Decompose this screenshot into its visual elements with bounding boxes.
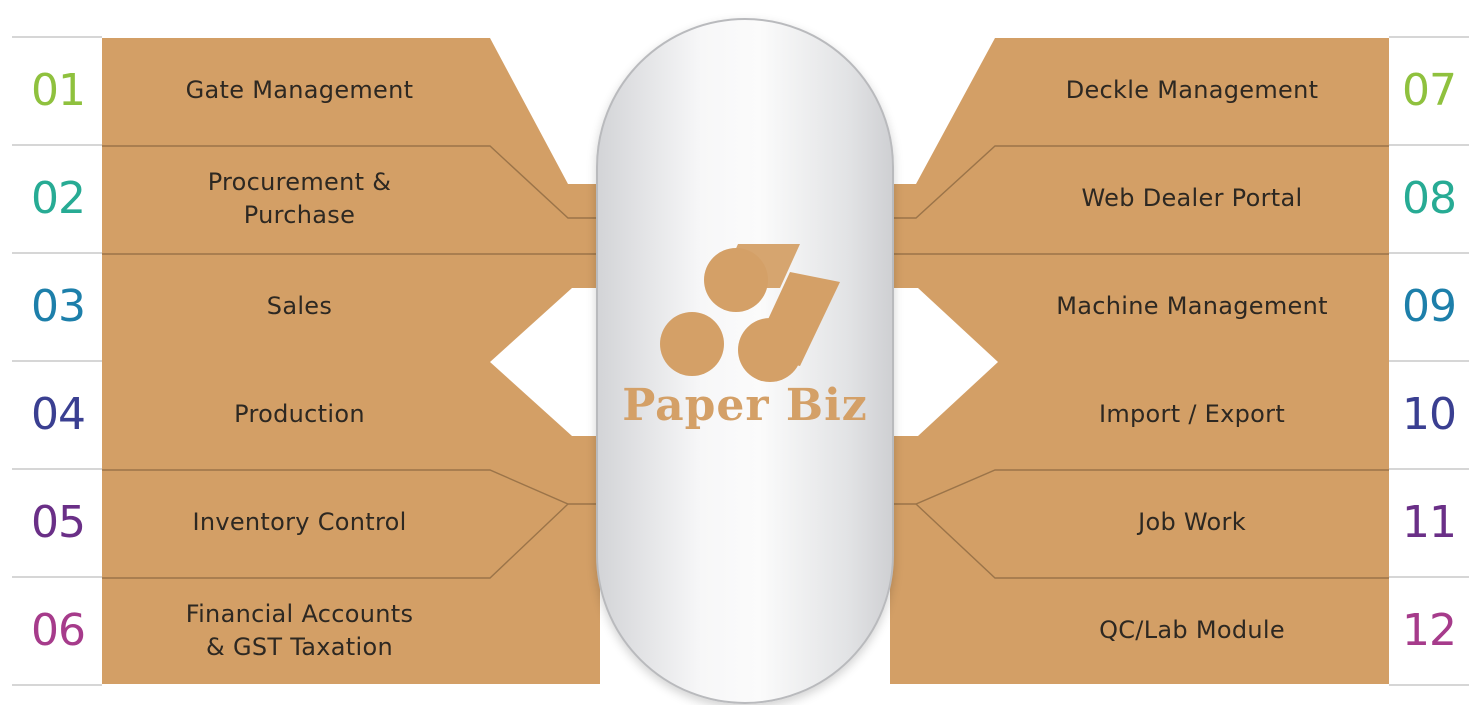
- connector-line: [102, 469, 600, 505]
- module-label: Machine Management: [995, 254, 1389, 359]
- module-label-line: Procurement &: [207, 167, 392, 196]
- module-label-line: Machine Management: [1056, 292, 1328, 320]
- brand-name: Paper Biz: [622, 380, 868, 431]
- module-number: 01: [31, 65, 86, 116]
- module-label-line: Web Dealer Portal: [1081, 184, 1303, 212]
- connector-line: [102, 145, 600, 219]
- module-label-line: Sales: [266, 292, 333, 320]
- module-label: Import / Export: [995, 362, 1389, 467]
- module-number: 11: [1402, 497, 1457, 548]
- module-label-line: Import / Export: [1098, 400, 1286, 428]
- module-number: 07: [1402, 65, 1457, 116]
- module-label-line: & GST Taxation: [206, 632, 393, 661]
- right-panel: [890, 38, 1389, 684]
- module-number: 10: [1402, 389, 1457, 440]
- module-label-line: Deckle Management: [1065, 76, 1319, 104]
- module-label-line: Financial Accounts: [185, 599, 414, 628]
- connector-line: [915, 503, 1389, 579]
- module-number: 05: [31, 497, 86, 548]
- module-label-line: Job Work: [1138, 508, 1246, 536]
- module-label-line: Production: [234, 400, 365, 428]
- module-number: 04: [31, 389, 86, 440]
- module-label: Procurement & Purchase: [102, 146, 497, 251]
- module-number: 09: [1402, 281, 1457, 332]
- module-label: Production: [102, 362, 497, 467]
- module-number: 02: [31, 173, 86, 224]
- module-label-line: QC/Lab Module: [1099, 616, 1285, 644]
- paper-rolls-logo: [660, 244, 840, 382]
- module-label: Inventory Control: [102, 470, 497, 575]
- module-number: 12: [1402, 605, 1457, 656]
- module-label: QC/Lab Module: [995, 578, 1389, 683]
- module-label: Sales: [102, 254, 497, 359]
- connector-line: [102, 503, 569, 579]
- left-panel: [102, 38, 600, 684]
- connector-line: [890, 145, 1389, 219]
- module-number: 08: [1402, 173, 1457, 224]
- module-label-line: Inventory Control: [192, 508, 407, 536]
- module-label: Job Work: [995, 470, 1389, 575]
- module-label: Deckle Management: [995, 38, 1389, 143]
- module-number: 06: [31, 605, 86, 656]
- module-label-line: Purchase: [243, 200, 356, 229]
- right-notch: [890, 288, 998, 436]
- left-notch: [490, 288, 600, 436]
- module-label: Financial Accounts & GST Taxation: [102, 578, 497, 683]
- module-label-line: Gate Management: [185, 76, 414, 104]
- module-label: Web Dealer Portal: [995, 146, 1389, 251]
- connector-line: [890, 469, 1389, 505]
- module-number: 03: [31, 281, 86, 332]
- module-label: Gate Management: [102, 38, 497, 143]
